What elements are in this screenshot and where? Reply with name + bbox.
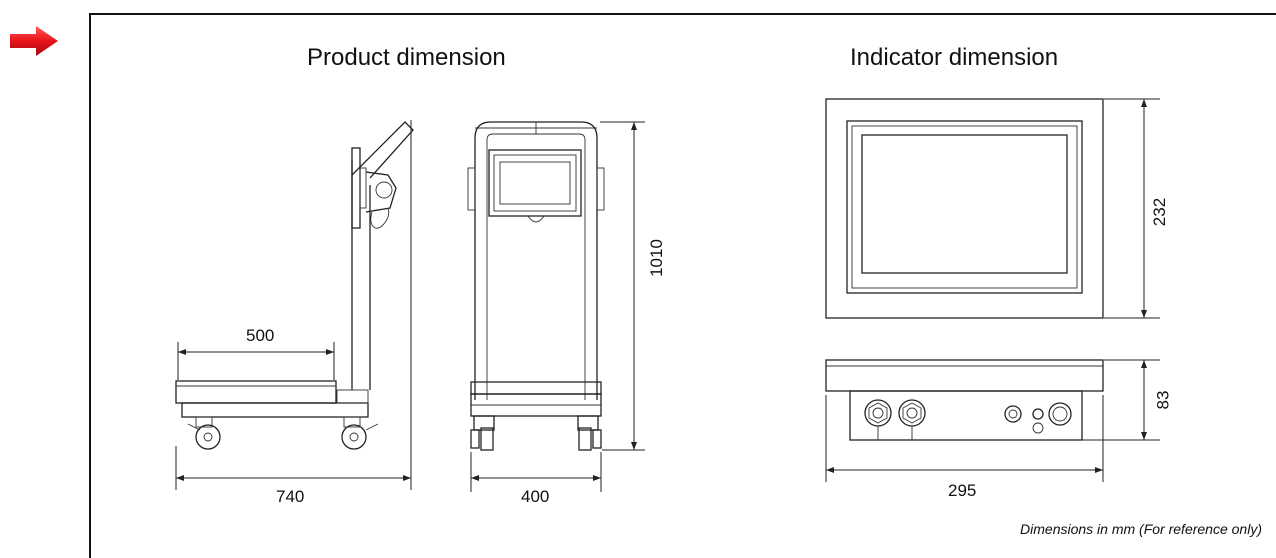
dim-label-1010: 1010 [646,239,666,277]
dim-label-83: 83 [1153,390,1173,410]
dim-label-232: 232 [1150,197,1170,227]
indicator-dimension-title: Indicator dimension [850,44,1059,71]
dim-label-500: 500 [246,326,275,345]
dim-label-400: 400 [521,487,550,506]
platform-depth-dimension [177,342,335,380]
indicator-thickness-dimension [1082,359,1160,441]
scale-side-view [175,121,414,450]
red-arrow-icon [10,26,58,56]
product-dimension-title: Product dimension [307,44,506,71]
dim-label-295: 295 [948,481,977,500]
indicator-bottom-view [825,359,1104,441]
overall-width-dimension [470,452,602,492]
indicator-front-view [825,98,1104,319]
overall-height-dimension [600,121,645,451]
overall-depth-dimension [175,120,412,490]
dim-label-740: 740 [276,487,305,506]
scale-front-view [467,121,605,451]
indicator-height-dimension [1104,98,1160,319]
dimensions-note: Dimensions in mm (For reference only) [1020,521,1262,537]
indicator-width-dimension [825,395,1104,482]
drawing-frame [89,13,1276,558]
